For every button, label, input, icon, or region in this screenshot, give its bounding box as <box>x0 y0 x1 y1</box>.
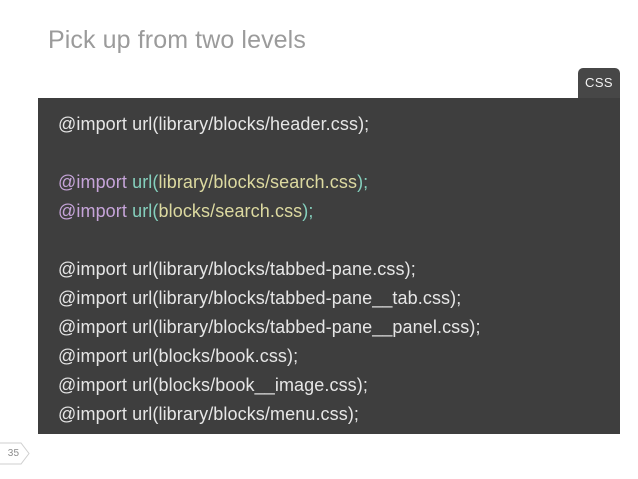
code-line: @import url(blocks/book.css); <box>58 342 600 371</box>
code-token-string: blocks/search.css <box>158 201 303 221</box>
code-token-punctuation: ); <box>302 201 314 221</box>
code-token-punctuation: ( <box>152 201 159 221</box>
code-line: @import url(library/blocks/tabbed-pane__… <box>58 313 600 342</box>
slide-number-value: 35 <box>7 448 20 459</box>
code-token-punctuation: ); <box>357 172 369 192</box>
code-token-plain: @import url(blocks/book.css); <box>58 346 299 366</box>
code-token-plain: @import url(library/blocks/tabbed-pane.c… <box>58 259 416 279</box>
code-line: @import url(library/blocks/header.css); <box>58 110 600 139</box>
code-token-atrule: @import <box>58 172 133 192</box>
slide-number-chevron-icon <box>0 442 30 465</box>
code-token-function: url <box>132 172 153 192</box>
code-line: @import url(blocks/book__image.css); <box>58 371 600 400</box>
page-title: Pick up from two levels <box>48 26 306 54</box>
code-line: @import url(library/blocks/search.css); <box>58 168 600 197</box>
code-token-function: url <box>132 201 153 221</box>
slide-number-badge: 35 <box>0 440 32 467</box>
code-line: @import url(library/blocks/tabbed-pane.c… <box>58 255 600 284</box>
language-badge-css: CSS <box>578 68 620 98</box>
code-line: @import url(library/blocks/tabbed-pane__… <box>58 284 600 313</box>
code-token-plain <box>58 230 63 250</box>
code-token-plain: @import url(library/blocks/header.css); <box>58 114 370 134</box>
code-token-plain <box>58 143 63 163</box>
code-block: @import url(library/blocks/header.css); … <box>38 98 620 434</box>
code-token-plain: @import url(library/blocks/tabbed-pane__… <box>58 288 462 308</box>
code-token-string: library/blocks/search.css <box>158 172 358 192</box>
code-token-punctuation: ( <box>152 172 159 192</box>
code-line-blank <box>58 139 600 168</box>
code-line-blank <box>58 226 600 255</box>
code-line: @import url(library/blocks/menu.css); <box>58 400 600 429</box>
code-token-plain: @import url(blocks/book__image.css); <box>58 375 368 395</box>
code-token-plain: @import url(library/blocks/tabbed-pane__… <box>58 317 481 337</box>
code-token-atrule: @import <box>58 201 133 221</box>
code-lines-container: @import url(library/blocks/header.css); … <box>58 110 600 429</box>
code-token-plain: @import url(library/blocks/menu.css); <box>58 404 360 424</box>
code-line: @import url(blocks/search.css); <box>58 197 600 226</box>
